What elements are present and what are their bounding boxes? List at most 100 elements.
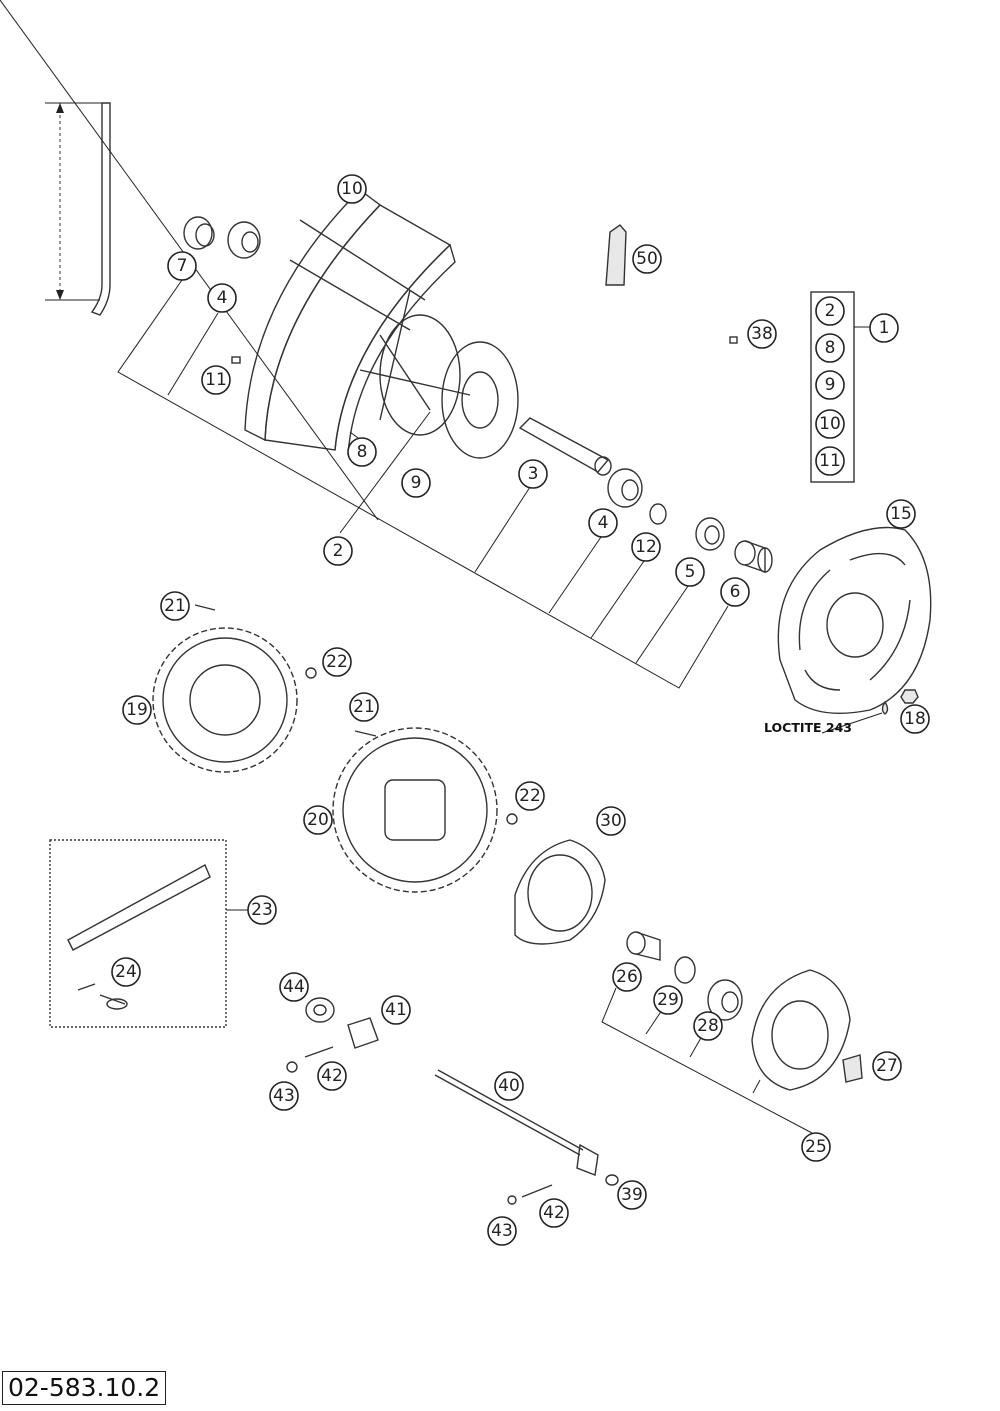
wheel-rim-drawing xyxy=(244,189,456,456)
callout-27[interactable]: 27 xyxy=(872,1051,902,1081)
svg-text:44: 44 xyxy=(283,977,305,997)
svg-text:2: 2 xyxy=(825,301,836,321)
svg-text:11: 11 xyxy=(819,451,841,471)
sprocket-20-drawing xyxy=(332,727,498,893)
spacer-3-drawing xyxy=(518,417,612,476)
callout-40[interactable]: 40 xyxy=(494,1071,524,1101)
callout-18[interactable]: 18 xyxy=(900,704,930,734)
svg-text:24: 24 xyxy=(115,962,137,982)
seal-29-drawing xyxy=(674,956,696,984)
svg-text:38: 38 xyxy=(751,324,773,344)
nipple-11-drawing xyxy=(231,356,241,364)
svg-text:30: 30 xyxy=(600,811,622,831)
callout-43-lower[interactable]: 43 xyxy=(487,1216,517,1246)
seal-5-drawing xyxy=(695,517,725,551)
svg-text:23: 23 xyxy=(251,900,273,920)
svg-text:15: 15 xyxy=(890,504,912,524)
sprocket-19-drawing xyxy=(152,627,298,773)
nut-22-upper-drawing xyxy=(305,667,317,679)
svg-text:3: 3 xyxy=(528,464,539,484)
callout-50[interactable]: 50 xyxy=(632,244,662,274)
loctite-note: LOCTITE 243 xyxy=(764,720,852,735)
svg-text:20: 20 xyxy=(307,810,329,830)
svg-text:4: 4 xyxy=(598,513,609,533)
callout-8-box[interactable]: 8 xyxy=(815,333,845,363)
spoke-drawing xyxy=(45,102,111,316)
callout-2-box[interactable]: 2 xyxy=(815,296,845,326)
callout-5[interactable]: 5 xyxy=(675,557,705,587)
svg-text:25: 25 xyxy=(805,1137,827,1157)
bearing-4-lower-drawing xyxy=(607,468,643,508)
callout-43-upper[interactable]: 43 xyxy=(269,1081,299,1111)
valve-50-drawing xyxy=(605,224,627,286)
callout-30[interactable]: 30 xyxy=(596,806,626,836)
svg-text:8: 8 xyxy=(357,442,368,462)
callout-24[interactable]: 24 xyxy=(111,957,141,987)
part-38-drawing xyxy=(729,336,738,344)
svg-text:22: 22 xyxy=(326,652,348,672)
svg-text:21: 21 xyxy=(164,596,186,616)
bearing-4-upper-drawing xyxy=(227,221,261,259)
group-box-1 xyxy=(810,291,870,483)
svg-text:4: 4 xyxy=(217,288,228,308)
callout-11[interactable]: 11 xyxy=(201,365,231,395)
callout-42-lower[interactable]: 42 xyxy=(539,1198,569,1228)
callout-12[interactable]: 12 xyxy=(631,532,661,562)
svg-text:10: 10 xyxy=(341,179,363,199)
callout-7[interactable]: 7 xyxy=(167,251,197,281)
callout-25[interactable]: 25 xyxy=(801,1132,831,1162)
callout-21-lower[interactable]: 21 xyxy=(349,692,379,722)
svg-text:50: 50 xyxy=(636,249,658,269)
sprocket-carrier-25-drawing xyxy=(751,969,851,1091)
bushing-26-drawing xyxy=(626,931,661,961)
callout-42-upper[interactable]: 42 xyxy=(317,1061,347,1091)
wheel-hub-drawing xyxy=(359,289,519,459)
callout-29[interactable]: 29 xyxy=(653,985,683,1015)
svg-text:8: 8 xyxy=(825,338,836,358)
callout-1[interactable]: 1 xyxy=(869,313,899,343)
svg-text:26: 26 xyxy=(616,967,638,987)
callout-9[interactable]: 9 xyxy=(401,468,431,498)
callout-23[interactable]: 23 xyxy=(247,895,277,925)
svg-text:7: 7 xyxy=(177,256,188,276)
callout-38[interactable]: 38 xyxy=(747,319,777,349)
chain-box xyxy=(49,839,248,1028)
svg-text:1: 1 xyxy=(879,318,890,338)
callout-19[interactable]: 19 xyxy=(122,695,152,725)
svg-text:22: 22 xyxy=(519,786,541,806)
callout-41[interactable]: 41 xyxy=(381,995,411,1025)
callout-20[interactable]: 20 xyxy=(303,805,333,835)
callout-6[interactable]: 6 xyxy=(720,577,750,607)
callout-44[interactable]: 44 xyxy=(279,972,309,1002)
nut-43-lower-drawing xyxy=(507,1195,517,1205)
callout-2[interactable]: 2 xyxy=(323,536,353,566)
callout-10[interactable]: 10 xyxy=(337,174,367,204)
gasket-30-drawing xyxy=(514,839,606,945)
callout-22-upper[interactable]: 22 xyxy=(322,647,352,677)
svg-text:9: 9 xyxy=(825,375,836,395)
callout-21-upper[interactable]: 21 xyxy=(160,591,190,621)
callout-22-lower[interactable]: 22 xyxy=(515,781,545,811)
svg-text:19: 19 xyxy=(126,700,148,720)
callout-10-box[interactable]: 10 xyxy=(815,409,845,439)
svg-text:21: 21 xyxy=(353,697,375,717)
callout-4-upper[interactable]: 4 xyxy=(207,283,237,313)
callout-9-box[interactable]: 9 xyxy=(815,370,845,400)
svg-text:11: 11 xyxy=(205,370,227,390)
nut-22-lower-drawing xyxy=(506,813,518,825)
callout-15[interactable]: 15 xyxy=(886,499,916,529)
callout-8[interactable]: 8 xyxy=(347,437,377,467)
bearing-28-drawing xyxy=(707,979,743,1021)
spacer-6-drawing xyxy=(734,540,773,573)
loctite-drop-drawing xyxy=(881,700,889,715)
callout-3[interactable]: 3 xyxy=(518,459,548,489)
bolt-21-upper-drawing xyxy=(194,604,216,611)
svg-text:12: 12 xyxy=(635,537,657,557)
svg-text:42: 42 xyxy=(543,1203,565,1223)
callout-28[interactable]: 28 xyxy=(693,1011,723,1041)
callout-4-lower[interactable]: 4 xyxy=(588,508,618,538)
callout-11-box[interactable]: 11 xyxy=(815,446,845,476)
callout-26[interactable]: 26 xyxy=(612,962,642,992)
callout-39[interactable]: 39 xyxy=(617,1180,647,1210)
bolt-42-lower-drawing xyxy=(521,1184,553,1198)
